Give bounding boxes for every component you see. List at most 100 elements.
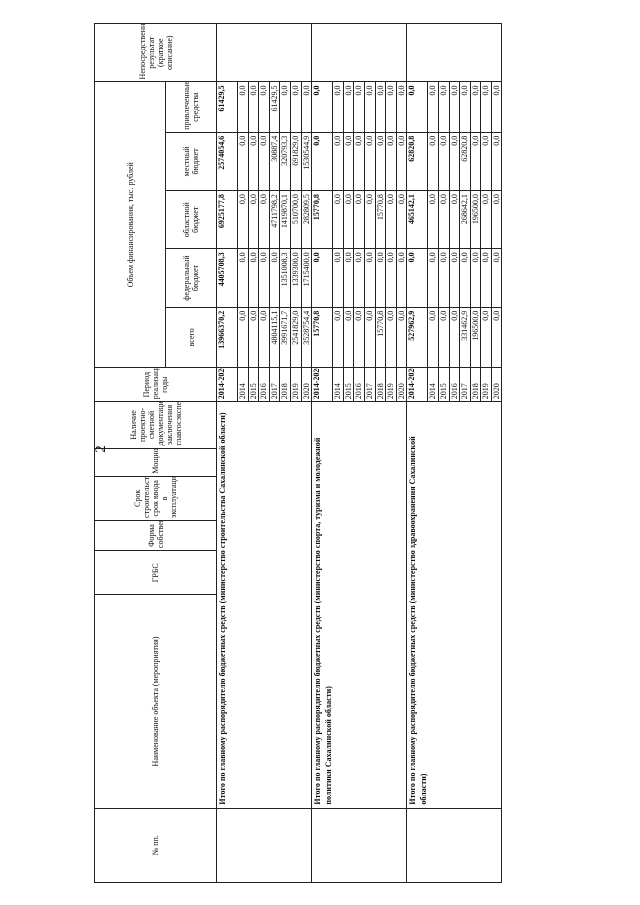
attracted-cell: 0,0 bbox=[343, 81, 354, 133]
attracted-cell: 0,0 bbox=[480, 81, 492, 133]
federal-cell: 0,0 bbox=[311, 248, 333, 308]
local-cell: 0,0 bbox=[480, 132, 492, 191]
header-period: Период реализации, годы bbox=[94, 367, 217, 402]
federal-cell: 0,0 bbox=[364, 248, 376, 308]
regional-cell: 0,0 bbox=[491, 190, 502, 249]
total-cell: 3991671,7 bbox=[279, 307, 291, 368]
regional-cell: 0,0 bbox=[438, 190, 449, 249]
attracted-cell: 0,0 bbox=[406, 81, 428, 133]
regional-cell: 196500,0 bbox=[470, 190, 481, 249]
local-cell: 0,0 bbox=[343, 132, 354, 191]
local-cell: 320793,3 bbox=[279, 132, 291, 191]
total-cell: 0,0 bbox=[237, 307, 249, 368]
local-cell: 0,0 bbox=[375, 132, 386, 191]
local-cell: 0,0 bbox=[438, 132, 449, 191]
period-cell: 2014-2020 bbox=[406, 367, 428, 402]
local-cell: 0,0 bbox=[237, 132, 249, 191]
group-total-row: Итого по главному распорядителю бюджетны… bbox=[406, 23, 502, 883]
attracted-cell: 0,0 bbox=[248, 81, 259, 133]
regional-cell: 0,0 bbox=[248, 190, 259, 249]
regional-cell: 0,0 bbox=[343, 190, 354, 249]
local-cell: 0,0 bbox=[491, 132, 502, 191]
regional-cell: 0,0 bbox=[480, 190, 492, 249]
regional-cell: 0,0 bbox=[385, 190, 397, 249]
attracted-cell: 0,0 bbox=[449, 81, 460, 133]
total-cell: 0,0 bbox=[449, 307, 460, 368]
total-cell: 0,0 bbox=[353, 307, 365, 368]
total-cell: 527962,9 bbox=[406, 307, 428, 368]
header-result: Непосредственный результат (краткое опис… bbox=[94, 23, 217, 82]
header-grbs: ГРБС bbox=[94, 550, 217, 595]
period-cell: 2017 bbox=[269, 367, 280, 402]
header-term: Срок строительства/срок ввода в эксплуат… bbox=[94, 476, 217, 521]
header-name: Наименование объекта (мероприятия) bbox=[94, 594, 217, 809]
total-cell: 0,0 bbox=[343, 307, 354, 368]
federal-cell: 0,0 bbox=[375, 248, 386, 308]
attracted-cell: 0,0 bbox=[491, 81, 502, 133]
attracted-cell: 0,0 bbox=[311, 81, 333, 133]
header-no: № пп. bbox=[94, 808, 217, 883]
federal-cell: 0,0 bbox=[343, 248, 354, 308]
regional-cell: 15770,8 bbox=[375, 190, 386, 249]
header-capacity: Мощность bbox=[94, 448, 217, 477]
period-cell: 2020 bbox=[491, 367, 502, 402]
attracted-cell: 0,0 bbox=[258, 81, 270, 133]
group-name: Итого по главному распорядителю бюджетны… bbox=[406, 401, 502, 809]
regional-cell: 4711798,2 bbox=[269, 190, 280, 249]
regional-cell: 0,0 bbox=[449, 190, 460, 249]
total-cell: 2541829,0 bbox=[290, 307, 302, 368]
total-cell: 0,0 bbox=[480, 307, 492, 368]
local-cell: 0,0 bbox=[332, 132, 344, 191]
attracted-cell: 0,0 bbox=[301, 81, 312, 133]
federal-cell: 0,0 bbox=[427, 248, 439, 308]
header-federal: федеральный бюджет bbox=[165, 248, 217, 308]
local-cell: 0,0 bbox=[248, 132, 259, 191]
period-cell: 2020 bbox=[396, 367, 407, 402]
header-row-1: № пп. Наименование объекта (мероприятия)… bbox=[94, 23, 217, 883]
local-cell: 2574054,6 bbox=[216, 132, 238, 191]
result-cell bbox=[311, 23, 407, 82]
regional-cell: 0,0 bbox=[427, 190, 439, 249]
result-cell bbox=[216, 23, 312, 82]
regional-cell: 0,0 bbox=[237, 190, 249, 249]
federal-cell: 0,0 bbox=[406, 248, 428, 308]
regional-cell: 0,0 bbox=[396, 190, 407, 249]
attracted-cell: 0,0 bbox=[364, 81, 376, 133]
local-cell: 0,0 bbox=[396, 132, 407, 191]
attracted-cell: 0,0 bbox=[396, 81, 407, 133]
group-name: Итого по главному распорядителю бюджетны… bbox=[216, 401, 312, 809]
federal-cell: 0,0 bbox=[480, 248, 492, 308]
regional-cell: 1419870,1 bbox=[279, 190, 291, 249]
regional-cell: 268642,1 bbox=[459, 190, 471, 249]
period-cell: 2016 bbox=[449, 367, 460, 402]
local-cell: 30887,4 bbox=[269, 132, 280, 191]
local-cell: 0,0 bbox=[353, 132, 365, 191]
regional-cell: 510700,0 bbox=[290, 190, 302, 249]
total-cell: 4804115,1 bbox=[269, 307, 280, 368]
regional-cell: 0,0 bbox=[353, 190, 365, 249]
period-cell: 2018 bbox=[279, 367, 291, 402]
attracted-cell: 0,0 bbox=[237, 81, 249, 133]
federal-cell: 0,0 bbox=[459, 248, 471, 308]
total-cell: 13966370,2 bbox=[216, 307, 238, 368]
attracted-cell: 0,0 bbox=[332, 81, 344, 133]
attracted-cell: 0,0 bbox=[438, 81, 449, 133]
header-total: всего bbox=[165, 307, 217, 368]
row-number-cell bbox=[311, 808, 407, 883]
federal-cell: 0,0 bbox=[449, 248, 460, 308]
federal-cell: 0,0 bbox=[269, 248, 280, 308]
local-cell: 0,0 bbox=[427, 132, 439, 191]
group-name: Итого по главному распорядителю бюджетны… bbox=[311, 401, 407, 809]
federal-cell: 0,0 bbox=[438, 248, 449, 308]
period-cell: 2018 bbox=[375, 367, 386, 402]
period-cell: 2016 bbox=[258, 367, 270, 402]
total-cell: 3528754,4 bbox=[301, 307, 312, 368]
attracted-cell: 0,0 bbox=[375, 81, 386, 133]
federal-cell: 0,0 bbox=[248, 248, 259, 308]
federal-cell: 0,0 bbox=[237, 248, 249, 308]
total-cell: 0,0 bbox=[427, 307, 439, 368]
period-cell: 2014 bbox=[237, 367, 249, 402]
period-cell: 2015 bbox=[343, 367, 354, 402]
period-cell: 2014-2020 bbox=[216, 367, 238, 402]
total-cell: 0,0 bbox=[396, 307, 407, 368]
